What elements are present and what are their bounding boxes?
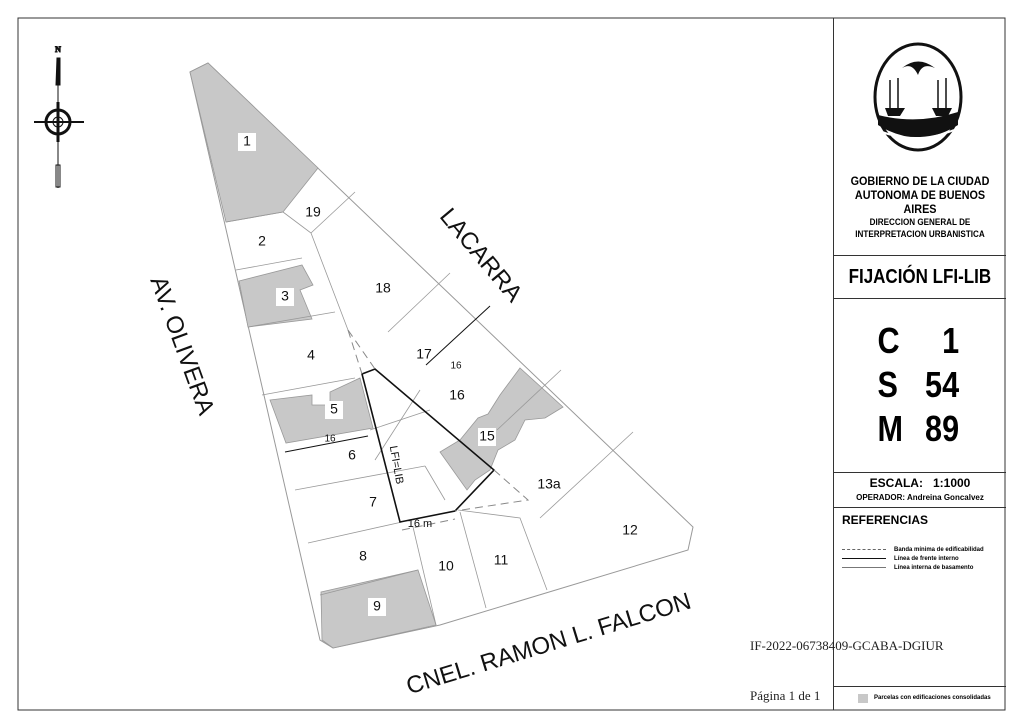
parcel-15-area	[439, 367, 564, 491]
street-label-lacarra: LACARRA	[434, 203, 528, 307]
parcel-label-box	[478, 428, 496, 446]
dept-name-line2: INTERPRETACION URBANISTICA	[855, 229, 985, 239]
parcel-label-5: 5	[330, 401, 338, 417]
seccion-key: S	[877, 364, 898, 405]
parcel-label-7: 7	[369, 494, 377, 510]
parcel-label-10: 10	[438, 558, 454, 574]
parcel-label-6: 6	[348, 447, 356, 463]
north-arrow-icon: N	[34, 44, 84, 188]
manzana-key: M	[877, 408, 904, 449]
reference-item: Línea interna de basamento	[834, 563, 1006, 572]
consolidated-label: Parcelas con edificaciones consolidadas	[874, 695, 991, 701]
dimension-label: 16	[324, 434, 336, 445]
parcel-label-11: 11	[494, 552, 509, 568]
thin-line-icon	[842, 567, 886, 568]
reference-label: Línea de frente interno	[894, 555, 959, 562]
frente-interno-lines	[284, 305, 496, 523]
parcel-label-4: 4	[307, 347, 315, 363]
parcel-label-8: 8	[359, 548, 367, 564]
street-label-olivera: AV. OLIVERA	[145, 273, 220, 419]
parcel-label-box	[238, 133, 256, 151]
document-id: IF-2022-06738409-GCABA-DGIUR	[750, 638, 944, 653]
scale-label: ESCALA: 1:1000	[869, 476, 971, 490]
reference-item: Línea de frente interno	[834, 554, 1006, 563]
dept-name-line1: DIRECCION GENERAL DE	[869, 217, 971, 227]
org-name-line1: GOBIERNO DE LA CIUDAD	[850, 174, 990, 188]
dashed-line-icon	[842, 549, 886, 550]
document-title: FIJACIÓN LFI-LIB	[848, 266, 992, 288]
consolidated-swatch-icon	[858, 693, 868, 703]
parcel-label-2: 2	[258, 233, 266, 249]
parcel-label-3: 3	[281, 288, 289, 304]
north-label: N	[55, 45, 61, 54]
parcel-label-12: 12	[622, 522, 638, 538]
org-name-line2: AUTONOMA DE BUENOS AIRES	[854, 188, 986, 216]
operator-label: OPERADOR: Andreina Goncalvez	[856, 493, 984, 502]
banda-minima-lines	[347, 329, 530, 531]
dimension-label-16m: 16 m	[408, 518, 432, 530]
circunscripcion-key: C	[877, 320, 900, 361]
parcel-lines	[225, 191, 634, 626]
parcel-label-13a: 13a	[537, 476, 561, 492]
page-number: Página 1 de 1	[750, 688, 821, 703]
dimension-label: 16	[450, 361, 462, 372]
parcel-label-box	[325, 401, 343, 419]
reference-label: Banda mínima de edificabilidad	[894, 546, 984, 553]
parcel-label-16: 16	[449, 387, 465, 403]
city-seal-logo	[873, 42, 963, 152]
parcel-label-19: 19	[305, 204, 321, 220]
seccion-value: 54	[925, 364, 960, 405]
reference-label: Línea interna de basamento	[894, 564, 974, 571]
page-frame	[17, 17, 1006, 711]
parcel-label-box	[276, 288, 294, 306]
parcel-label-1: 1	[243, 133, 251, 149]
lfi-polygon	[361, 368, 496, 523]
parcel-5-area	[269, 377, 374, 444]
parcel-label-15: 15	[479, 428, 495, 444]
solid-line-icon	[842, 558, 886, 559]
parcel-label-18: 18	[375, 280, 391, 296]
parcel-label-9: 9	[373, 598, 381, 614]
references-title: REFERENCIAS	[842, 513, 929, 527]
parcel-label-box	[368, 598, 386, 616]
reference-item: Banda mínima de edificabilidad	[834, 545, 1006, 554]
parcel-label-17: 17	[416, 346, 432, 362]
title-block: GOBIERNO DE LA CIUDAD AUTONOMA DE BUENOS…	[833, 18, 1006, 710]
circunscripcion-value: 1	[942, 320, 960, 361]
manzana-value: 89	[925, 408, 960, 449]
